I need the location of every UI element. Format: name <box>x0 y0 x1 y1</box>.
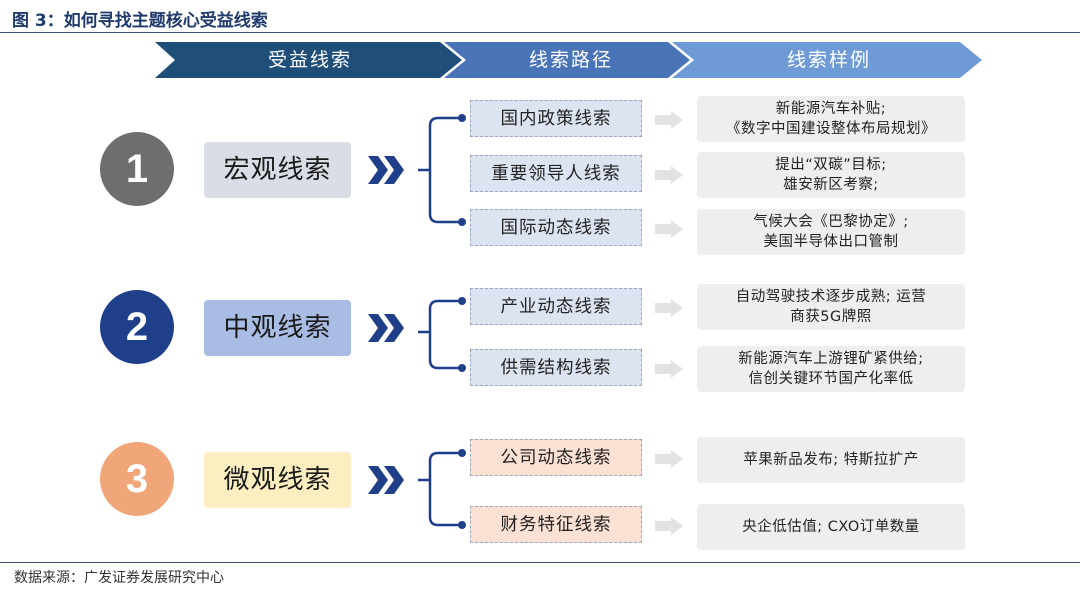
path-domestic-policy: 国内政策线索 <box>470 100 642 137</box>
example-box: 提出“双碳”目标; 雄安新区考察; <box>697 152 965 198</box>
path-supply-demand: 供需结构线索 <box>470 349 642 386</box>
arrow-right-icon <box>655 166 683 184</box>
example-line: 美国半导体出口管制 <box>763 234 899 250</box>
example-box: 新能源汽车补贴; 《数字中国建设整体布局规划》 <box>697 96 965 142</box>
arrow-right-icon <box>655 450 683 468</box>
group-1-chevron-icon <box>368 156 404 184</box>
example-line: 苹果新品发布; 特斯拉扩产 <box>743 452 919 468</box>
arrow-right-icon <box>655 220 683 238</box>
example-line: 新能源汽车上游锂矿紧供给; <box>738 351 924 367</box>
example-line: 央企低估值; CXO订单数量 <box>742 519 920 535</box>
group-1-label-box: 宏观线索 <box>204 142 351 198</box>
example-line: 新能源汽车补贴; <box>775 101 887 117</box>
header-label-example: 线索样例 <box>786 49 871 71</box>
header-label-path: 线索路径 <box>528 49 613 71</box>
bottom-rule <box>0 562 1080 563</box>
arrow-right-icon <box>655 517 683 535</box>
arrow-right-icon <box>655 299 683 317</box>
path-key-leader: 重要领导人线索 <box>470 155 642 192</box>
group-3-chevron-icon <box>368 466 404 494</box>
group-3-label-box: 微观线索 <box>204 452 351 508</box>
group-1-number-circle: 1 <box>100 132 174 206</box>
top-rule <box>0 32 1080 33</box>
arrow-right-icon <box>655 360 683 378</box>
example-box: 自动驾驶技术逐步成熟; 运营 商获5G牌照 <box>697 284 965 330</box>
header-label-benefit: 受益线索 <box>267 49 352 71</box>
example-line: 雄安新区考察; <box>783 177 879 193</box>
example-box: 新能源汽车上游锂矿紧供给; 信创关键环节国产化率低 <box>697 346 965 392</box>
example-line: 商获5G牌照 <box>790 309 872 325</box>
example-box: 气候大会《巴黎协定》; 美国半导体出口管制 <box>697 209 965 255</box>
source-note: 数据来源：广发证券发展研究中心 <box>14 570 224 586</box>
path-international: 国际动态线索 <box>470 209 642 246</box>
example-box: 苹果新品发布; 特斯拉扩产 <box>697 437 965 483</box>
header-arrow-2 <box>444 42 690 78</box>
group-2-number-circle: 2 <box>100 290 174 364</box>
path-company-dynamics: 公司动态线索 <box>470 439 642 476</box>
path-industry-dynamics: 产业动态线索 <box>470 288 642 325</box>
group-3-number-circle: 3 <box>100 442 174 516</box>
example-line: 《数字中国建设整体布局规划》 <box>726 121 936 137</box>
path-financial-features: 财务特征线索 <box>470 506 642 543</box>
header-arrow-3 <box>672 42 982 78</box>
header-arrow-1 <box>155 42 462 78</box>
group-2-label-box: 中观线索 <box>204 300 351 356</box>
example-box: 央企低估值; CXO订单数量 <box>697 504 965 550</box>
group-2-chevron-icon <box>368 314 404 342</box>
example-line: 自动驾驶技术逐步成熟; 运营 <box>735 289 927 305</box>
example-line: 信创关键环节国产化率低 <box>748 371 914 387</box>
header-band <box>155 42 982 78</box>
example-line: 气候大会《巴黎协定》; <box>753 214 909 230</box>
example-line: 提出“双碳”目标; <box>775 157 887 173</box>
arrow-right-icon <box>655 111 683 129</box>
figure-title: 图 3：如何寻找主题核心受益线索 <box>12 11 268 31</box>
